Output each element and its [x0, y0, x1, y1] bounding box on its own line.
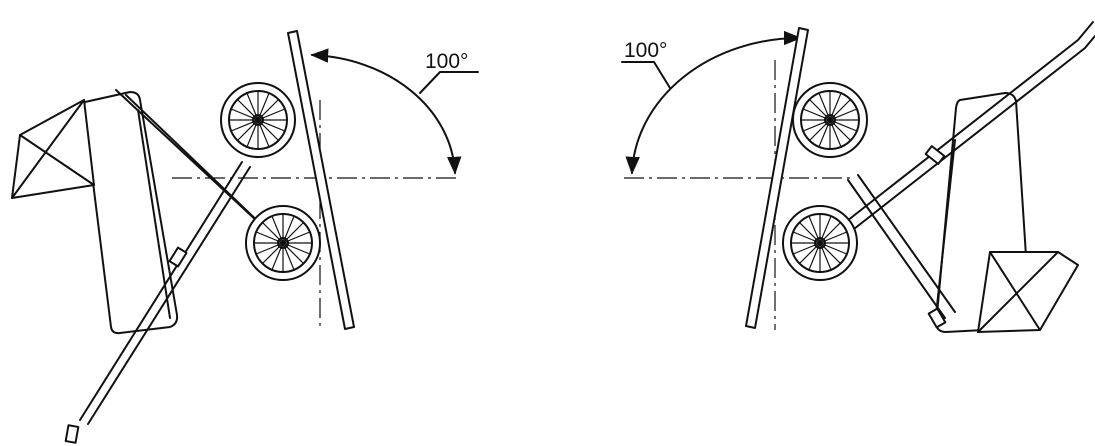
right-canopy: [977, 251, 1079, 333]
right-angle-leader: [621, 61, 671, 89]
left-view: 100°: [11, 30, 479, 444]
right-frame-tube-lower-inner: [857, 174, 956, 313]
left-push-handle-inner: [87, 166, 251, 425]
right-canopy-folds: [977, 251, 1059, 333]
right-lower-wheel: [782, 205, 858, 281]
left-push-handle-outer: [79, 161, 243, 421]
right-handle-joint: [924, 145, 946, 165]
left-frame-tube-upper-inner: [125, 94, 267, 230]
left-handle-grip: [64, 424, 80, 444]
right-upper-wheel: [792, 82, 868, 158]
right-frame-tube-lower: [847, 179, 946, 319]
left-lower-wheel: [245, 205, 321, 281]
right-tilted-plate: [745, 27, 809, 329]
left-tilted-plate: [287, 30, 355, 330]
right-view: 100°: [621, 21, 1095, 333]
left-canopy-folds: [11, 99, 95, 199]
left-handle-joint: [168, 246, 188, 268]
right-push-handle-outer: [837, 21, 1094, 229]
left-angle-leader: [419, 71, 479, 94]
left-angle-label: 100°: [425, 50, 468, 73]
right-frame-joint: [927, 307, 947, 329]
right-angle-label: 100°: [624, 39, 667, 62]
left-stroller-body: [83, 91, 179, 335]
left-canopy: [11, 99, 95, 199]
right-angle-arc: [625, 30, 802, 175]
left-upper-wheel: [220, 82, 296, 158]
left-angle-arc: [310, 48, 462, 175]
right-push-handle-inner: [844, 35, 1095, 237]
right-body-edge: [935, 139, 956, 316]
